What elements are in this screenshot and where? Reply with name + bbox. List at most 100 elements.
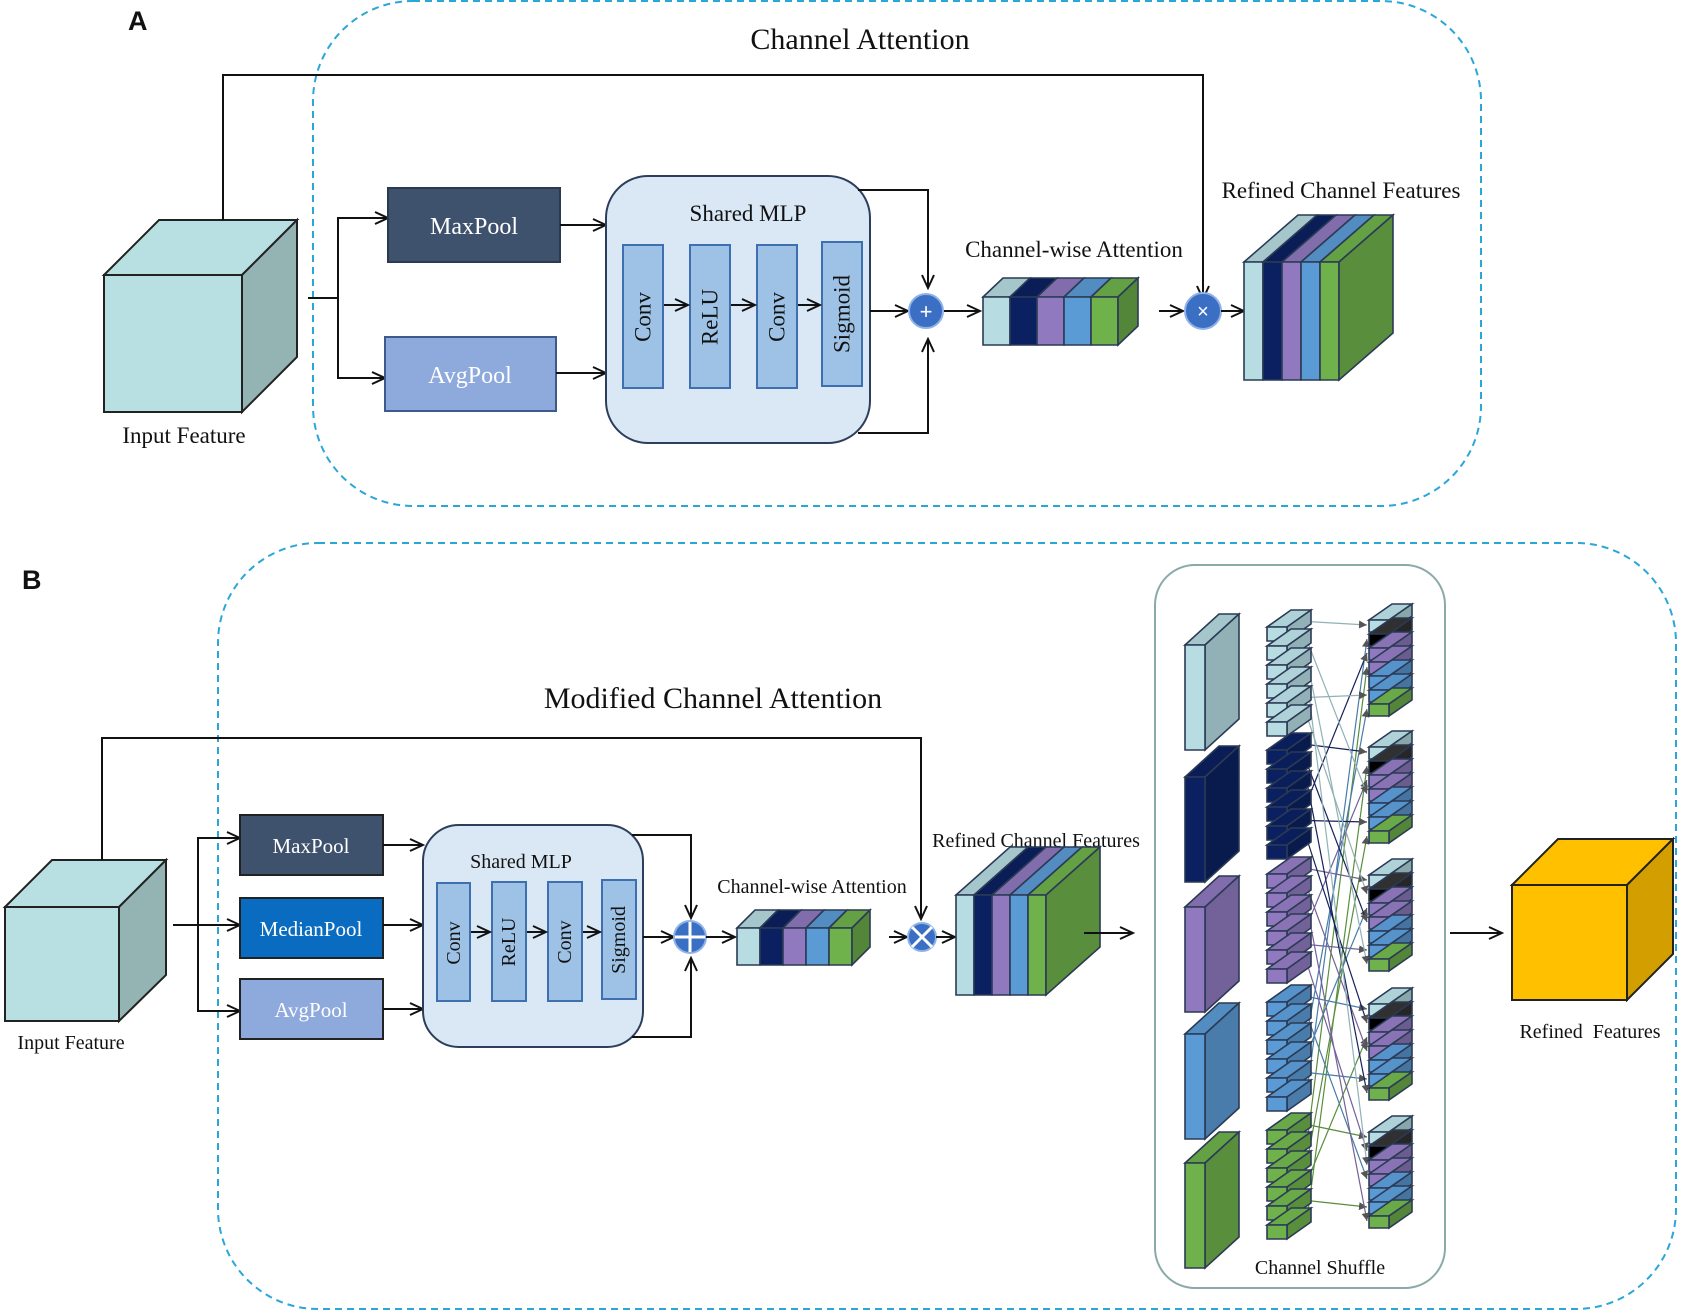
refined-channel-features-block-b — [953, 845, 1103, 997]
shuffle-connection — [1306, 659, 1370, 965]
maxpool-label-b: MaxPool — [272, 834, 349, 858]
source-slab-face — [1184, 906, 1206, 1013]
mlp-top-branch-a — [858, 189, 928, 288]
slice-face — [1009, 296, 1038, 346]
shuffled-plate-face — [1368, 1087, 1390, 1101]
slice-face — [736, 927, 761, 966]
shuffle-connection — [1306, 906, 1370, 1222]
channel-attention-label-a: Channel-wise Attention — [965, 237, 1183, 262]
refined-features-label: Refined Features — [1519, 1021, 1660, 1043]
shuffle-connection — [1306, 1036, 1368, 1182]
shuffle-connection — [1306, 652, 1368, 802]
slice-face — [1262, 261, 1283, 381]
shuffle-connection — [1306, 779, 1368, 926]
channel-wise-attention-block-b — [735, 908, 872, 967]
panel-a-letter: A — [128, 6, 148, 36]
channel-shuffle-label: Channel Shuffle — [1255, 1257, 1385, 1279]
panel-a-title: Channel Attention — [750, 23, 969, 56]
mlp-bottom-branch-b — [632, 958, 691, 1038]
shuffle-connection — [1306, 1015, 1368, 1180]
slice-face — [1300, 261, 1321, 381]
shuffle-connection — [1306, 995, 1368, 1012]
group-plate-face — [1266, 1096, 1288, 1112]
source-slab-face — [1184, 776, 1206, 883]
avgpool-label-b: AvgPool — [274, 998, 347, 1022]
source-slab-face — [1184, 1033, 1206, 1140]
arrow-to-avgpool-a — [337, 298, 385, 378]
mlp-layer-relu-label-a: ReLU — [698, 289, 723, 346]
shuffle-connection — [1306, 765, 1370, 1220]
shuffle-connection — [1306, 716, 1369, 895]
slice-face — [828, 927, 853, 966]
shuffle-connection — [1306, 887, 1368, 1052]
mlp-layer-conv2-b — [547, 881, 583, 1002]
slice-face — [1090, 296, 1119, 346]
panel-a: A Channel Attention Input Feature MaxPoo… — [101, 0, 1482, 507]
mlp-layer-conv2-label-b: Conv — [554, 920, 576, 963]
shuffled-plate-face — [1368, 958, 1390, 972]
panel-b: B Modified Channel Attention Input Featu… — [2, 542, 1677, 1310]
shuffled-plate-face — [1368, 703, 1390, 717]
mlp-bottom-branch-a — [858, 339, 928, 434]
shuffle-connection — [1306, 943, 1368, 954]
maxpool-box-a — [387, 187, 561, 263]
skip-connection-a — [222, 74, 1203, 299]
shuffle-connection — [1306, 640, 1368, 795]
channel-attention-label-b: Channel-wise Attention — [717, 876, 906, 898]
medianpool-box-b — [239, 897, 384, 959]
slice-face — [1063, 296, 1092, 346]
input-feature-cube — [101, 217, 300, 415]
maxpool-label-a: MaxPool — [430, 214, 518, 240]
panel-b-title: Modified Channel Attention — [544, 682, 882, 715]
multiply-operator-symbol-a: × — [1197, 301, 1209, 323]
shuffle-connection — [1306, 708, 1370, 1035]
mlp-layer-sigmoid-a — [821, 241, 863, 387]
input-feature-label-b: Input Feature — [17, 1032, 124, 1054]
arrow-to-maxpool-a — [337, 218, 388, 298]
group-plate-face — [1266, 968, 1288, 984]
slice-face — [1036, 296, 1065, 346]
input-feature-label: Input Feature — [122, 423, 245, 448]
shuffle-connection — [1306, 763, 1368, 923]
shuffle-connection — [1306, 839, 1369, 1024]
slice-face — [1243, 261, 1264, 381]
block-side — [1338, 213, 1394, 382]
slice-face — [1027, 894, 1047, 996]
shuffle-connection — [1306, 678, 1370, 1166]
add-operator-a — [908, 293, 944, 329]
slice-face — [1281, 261, 1302, 381]
multiply-operator-b — [907, 922, 937, 952]
panel-b-dashed-border — [217, 542, 1677, 1310]
arrow-to-avgpool-b — [197, 925, 240, 1011]
mlp-layer-conv1-label-b: Conv — [443, 921, 465, 964]
slice-face — [805, 927, 830, 966]
slice-face — [955, 894, 975, 996]
shuffle-connection — [1306, 835, 1370, 1163]
maxpool-box-b — [239, 814, 384, 876]
add-operator-symbol-a: + — [920, 299, 933, 324]
shuffle-connection — [1306, 620, 1368, 629]
refined-channel-features-block-a — [1241, 213, 1396, 382]
mlp-layer-conv2-label-a: Conv — [765, 292, 790, 342]
medianpool-label-b: MedianPool — [260, 917, 363, 941]
group-plate-face — [1266, 844, 1288, 860]
slice-face — [1319, 261, 1340, 381]
shuffle-connection — [1306, 1071, 1368, 1083]
shared-mlp-title-a: Shared MLP — [690, 201, 807, 226]
arrow-to-maxpool-b — [197, 838, 240, 925]
mlp-layer-conv1-b — [436, 882, 471, 1002]
shuffle-connection — [1306, 1123, 1368, 1140]
group-plate-face — [1266, 721, 1288, 737]
slice-face — [1009, 894, 1029, 996]
block-side — [1045, 845, 1101, 997]
slice-face — [991, 894, 1011, 996]
block-side — [1117, 276, 1139, 347]
source-slab-face — [1184, 644, 1206, 751]
avgpool-label-a: AvgPool — [428, 363, 512, 389]
mlp-layer-conv1-label-a: Conv — [631, 292, 656, 342]
channel-shuffle-contents — [1182, 602, 1415, 1270]
slice-face — [982, 296, 1011, 346]
skip-connection-b — [101, 737, 921, 919]
panel-a-dashed-border — [312, 0, 1482, 507]
